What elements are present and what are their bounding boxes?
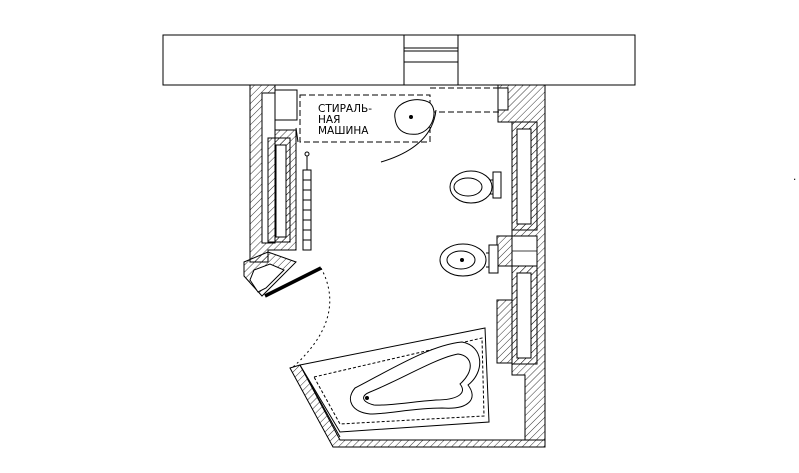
washer-label: СТИРАЛЬ- НАЯ МАШИНА: [318, 103, 375, 137]
washer-niche: [274, 87, 500, 143]
toilet-icon: [449, 170, 502, 204]
towel-radiator-icon: [302, 151, 312, 251]
overhead-slab: [162, 34, 636, 86]
washer-label-line-2: НАЯ: [318, 114, 340, 126]
washer-label-line-3: МАШИНА: [318, 125, 369, 137]
washer-label-line-1: СТИРАЛЬ-: [318, 103, 372, 115]
bidet-icon: [439, 243, 499, 277]
edge-mark: ·: [793, 174, 796, 186]
left-wall: [243, 84, 297, 297]
washbasin-icon: [380, 99, 437, 163]
right-wall: [496, 84, 546, 441]
door-icon: [264, 266, 331, 369]
bathtub-icon: [299, 327, 490, 433]
